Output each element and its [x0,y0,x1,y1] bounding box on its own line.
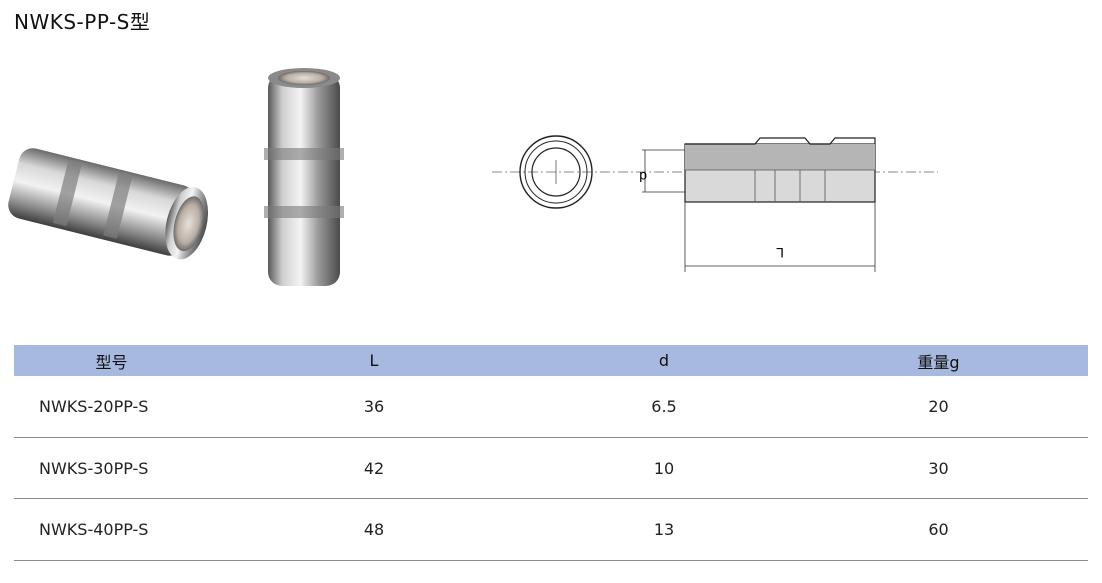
header-weight: 重量g [917,352,960,372]
product-photo [8,68,344,286]
side-view: d L [639,137,876,272]
cell-model: NWKS-30PP-S [14,437,209,499]
cell-weight: 30 [789,437,1088,499]
spec-table: 型号 L d 重量g NWKS-20PP-S 36 6.5 20 NWKS-30… [14,345,1088,561]
cell-weight: 20 [789,376,1088,438]
dimension-d-label: d [639,169,647,185]
table-header-row: 型号 L d 重量g [14,345,1088,376]
header-model: 型号 [95,352,128,372]
table-row: NWKS-30PP-S 42 10 30 [14,437,1088,499]
technical-drawing: d L [492,135,938,272]
cell-length: 36 [209,376,539,438]
end-view [519,135,593,209]
cell-diameter: 13 [539,498,789,561]
cell-length: 48 [209,498,539,561]
page-title: NWKS-PP-S型 [14,10,151,34]
cell-model: NWKS-20PP-S [14,376,209,438]
coupling-vertical [264,68,344,286]
table-row: NWKS-20PP-S 36 6.5 20 [14,376,1088,438]
cell-model: NWKS-40PP-S [14,498,209,561]
cell-length: 42 [209,437,539,499]
header-length: L [369,351,379,370]
cell-weight: 60 [789,498,1088,561]
table-row: NWKS-40PP-S 48 13 60 [14,498,1088,561]
dimension-L-label: L [776,245,784,261]
coupling-horizontal [8,148,209,260]
cell-diameter: 6.5 [539,376,789,438]
cell-diameter: 10 [539,437,789,499]
header-diameter: d [658,351,670,370]
